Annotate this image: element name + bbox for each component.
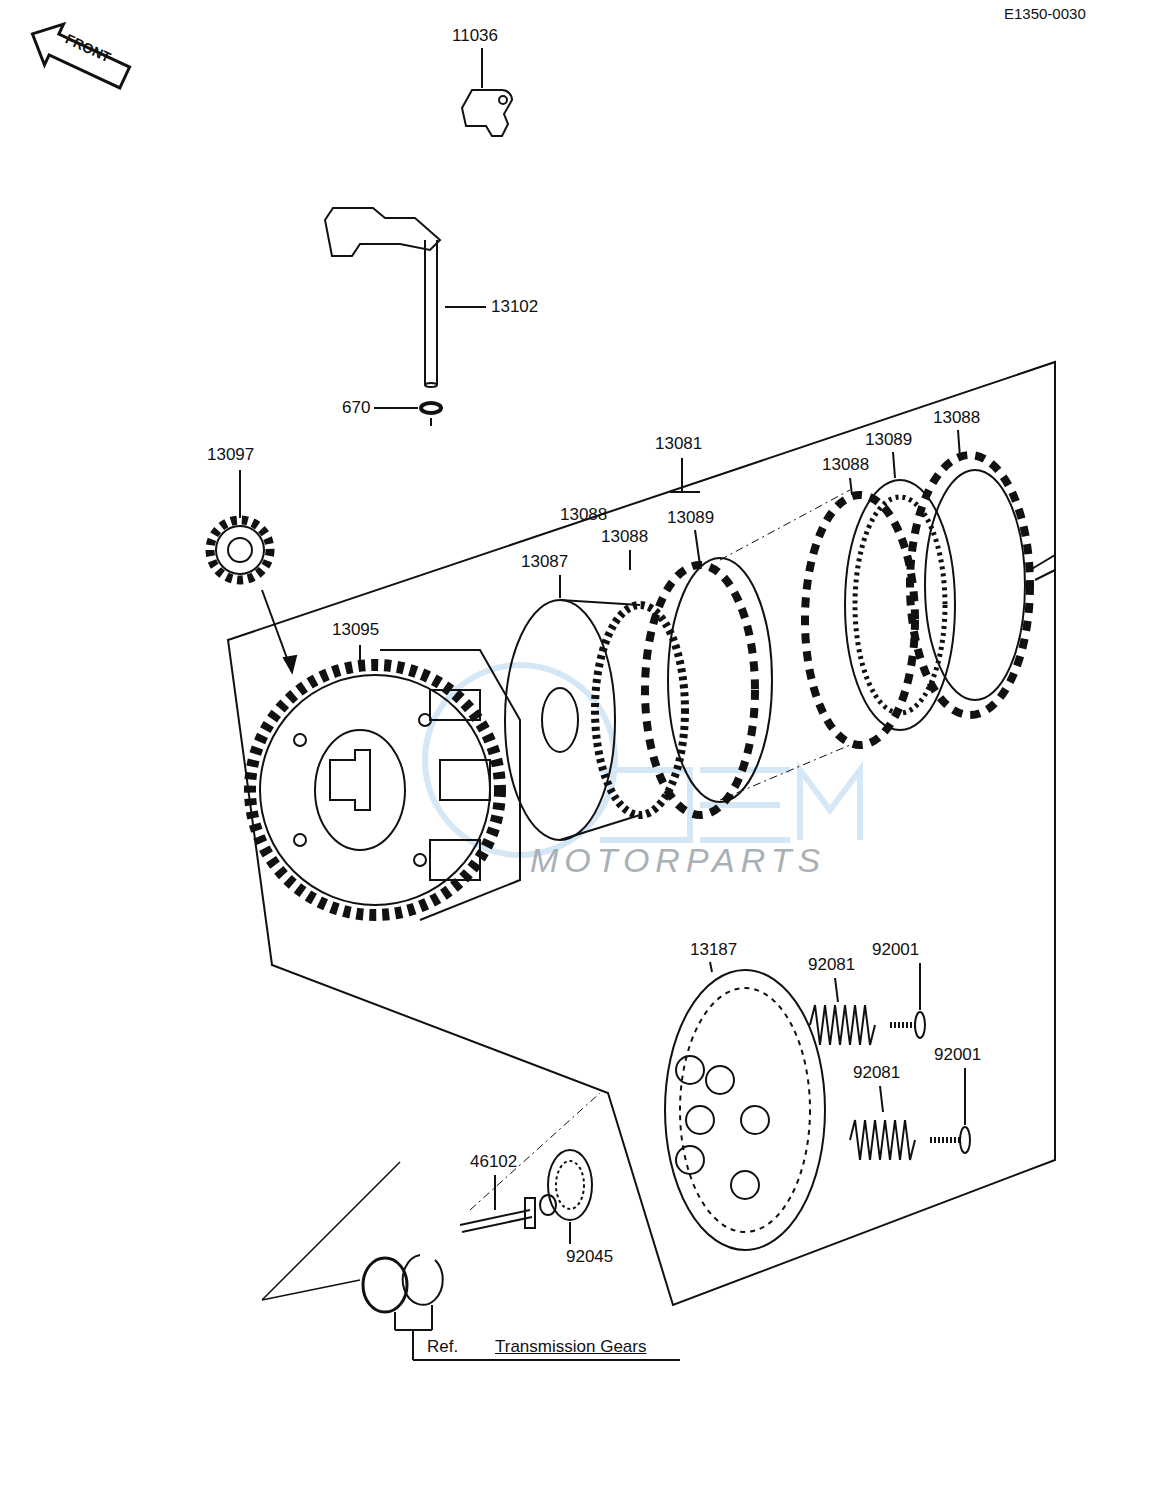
callout-number: 13088 (560, 505, 607, 525)
callout-number: 92001 (872, 940, 919, 960)
callout-number: 13102 (491, 297, 538, 317)
callout-number: 13081 (655, 434, 702, 454)
callout-number: 13088 (822, 455, 869, 475)
callout-number: 13089 (865, 430, 912, 450)
watermark: MOTORPARTS (530, 850, 826, 870)
reference-note: Ref. (427, 1337, 458, 1357)
callout-number: 92001 (934, 1045, 981, 1065)
reference-note: Transmission Gears (495, 1337, 646, 1357)
callout-number: 46102 (470, 1152, 517, 1172)
callout-number: 13097 (207, 445, 254, 465)
callout-number: 13088 (601, 527, 648, 547)
drawing-code: E1350-0030 (1004, 4, 1086, 24)
callout-number: 670 (342, 398, 370, 418)
callout-number: 92081 (808, 955, 855, 975)
callout-number: 13187 (690, 940, 737, 960)
callout-number: 92081 (853, 1063, 900, 1083)
callout-number: 13088 (933, 408, 980, 428)
callout-number: 13095 (332, 620, 379, 640)
callout-number: 92045 (566, 1247, 613, 1267)
callout-number: 11036 (452, 26, 498, 46)
callout-number: 13089 (667, 508, 714, 528)
callout-number: 13087 (521, 552, 568, 572)
